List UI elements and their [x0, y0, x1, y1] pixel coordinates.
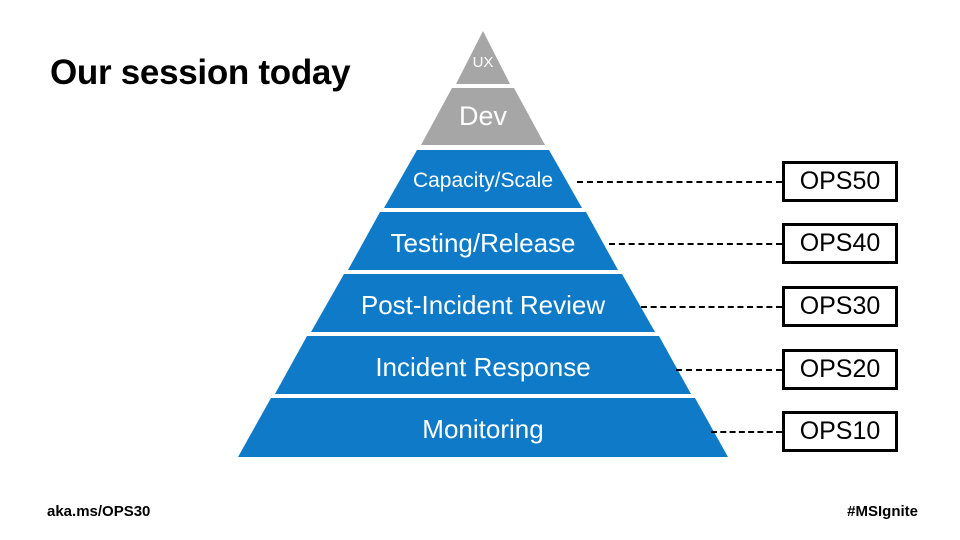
connector-line-ops40 — [609, 243, 782, 245]
pyramid-tier-testing-shape[interactable] — [348, 212, 618, 270]
ops-box-ops20[interactable]: OPS20 — [782, 349, 898, 390]
ops-box-ops30[interactable]: OPS30 — [782, 286, 898, 327]
pyramid-tier-label-monitoring: Monitoring — [422, 414, 544, 444]
pyramid-tier-label-post-incident-review: Post-Incident Review — [360, 290, 606, 320]
connector-line-ops20 — [676, 369, 782, 371]
pyramid-tier-capacity-shape[interactable] — [384, 150, 582, 208]
pyramid-tier-dev-shape[interactable] — [421, 88, 545, 145]
pyramid-tier-label-dev: Dev — [458, 101, 507, 131]
ops-box-ops10[interactable]: OPS10 — [782, 411, 898, 452]
connector-line-ops10 — [711, 431, 782, 433]
ops-box-ops50[interactable]: OPS50 — [782, 161, 898, 202]
pyramid-tier-postincident-shape[interactable] — [311, 274, 655, 332]
ops-box-ops40[interactable]: OPS40 — [782, 223, 898, 264]
pyramid-tier-ux-shape[interactable] — [456, 31, 510, 84]
connector-line-ops30 — [641, 306, 782, 308]
connector-line-ops50 — [577, 181, 782, 183]
pyramid-tier-label-incident-response: Incident Response — [375, 352, 591, 382]
pyramid-tier-label-testing-release: Testing/Release — [390, 228, 576, 258]
pyramid-tier-label-capacity-scale: Capacity/Scale — [412, 169, 554, 192]
page-title: Our session today — [50, 53, 351, 92]
footer-link-aka-ms[interactable]: aka.ms/OPS30 — [47, 503, 151, 520]
pyramid-tier-label-ux: UX — [472, 54, 494, 71]
pyramid-tier-monitoring-shape[interactable] — [238, 398, 728, 457]
footer-hashtag-msignite: #MSIgnite — [847, 503, 918, 520]
pyramid-tier-incident-shape[interactable] — [275, 336, 691, 394]
